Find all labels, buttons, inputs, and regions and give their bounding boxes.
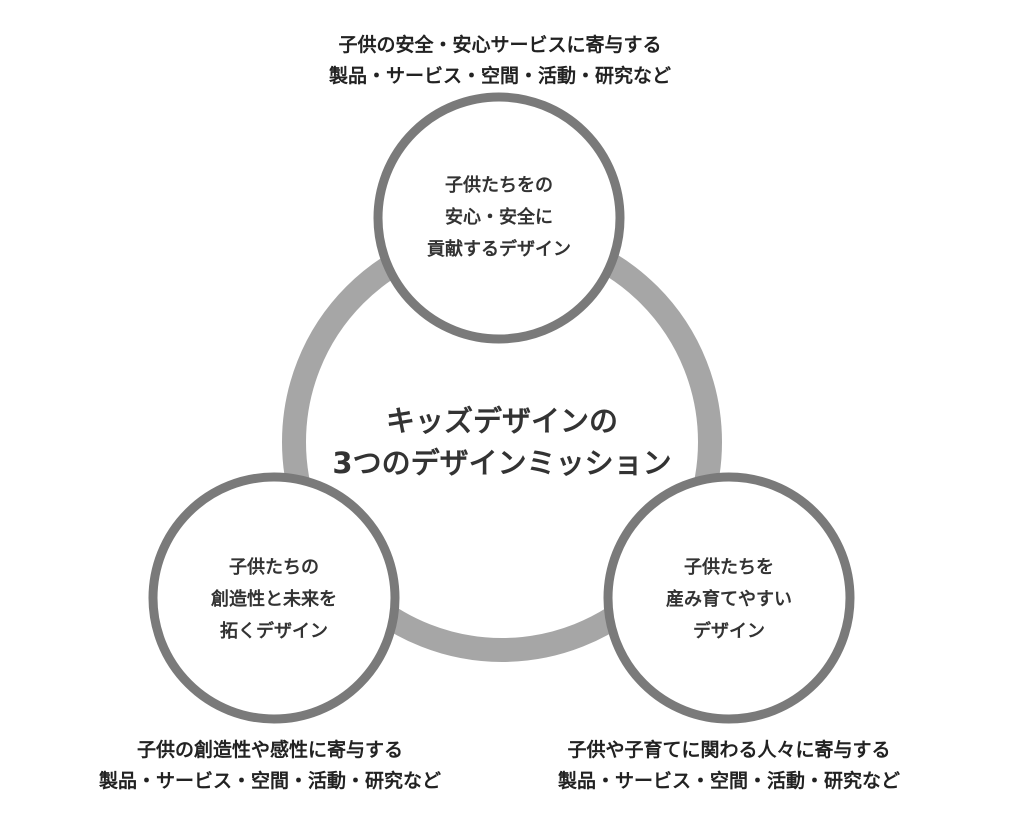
- mission-line: 拓くデザイン: [220, 621, 328, 642]
- center-title-line2: 3つのデザインミッション: [332, 446, 672, 480]
- mission-line: 産み育てやすい: [666, 589, 792, 610]
- mission-line: 貢献するデザイン: [427, 239, 571, 260]
- caption-line: 子供の創造性や感性に寄与する: [136, 739, 403, 761]
- center-title-line1: キッズデザインの: [385, 404, 618, 438]
- caption-line: 子供の安全・安心サービスに寄与する: [338, 34, 662, 56]
- mission-caption-bottom-right: 子供や子育てに関わる人々に寄与する 製品・サービス・空間・活動・研究など: [529, 735, 929, 797]
- mission-text-bottom-right: 子供たちを 産み育てやすい デザイン: [609, 552, 849, 648]
- mission-circle-top: [373, 92, 625, 344]
- mission-circle-bottom-left: [148, 472, 400, 724]
- caption-line: 子供や子育てに関わる人々に寄与する: [567, 739, 891, 761]
- center-title: キッズデザインの 3つのデザインミッション: [302, 400, 702, 484]
- mission-circle-bottom-right: [603, 472, 855, 724]
- mission-text-bottom-left: 子供たちの 創造性と未来を 拓くデザイン: [154, 552, 394, 648]
- caption-line: 製品・サービス・空間・活動・研究など: [98, 770, 441, 792]
- mission-line: 創造性と未来を: [211, 589, 337, 610]
- mission-line: 子供たちの: [229, 557, 319, 578]
- mission-line: デザイン: [693, 621, 765, 642]
- mission-line: 子供たちを: [684, 557, 774, 578]
- mission-text-top: 子供たちをの 安心・安全に 貢献するデザイン: [379, 170, 619, 266]
- caption-line: 製品・サービス・空間・活動・研究など: [557, 770, 900, 792]
- mission-caption-top: 子供の安全・安心サービスに寄与する 製品・サービス・空間・活動・研究など: [250, 30, 750, 92]
- caption-line: 製品・サービス・空間・活動・研究など: [328, 65, 671, 87]
- mission-caption-bottom-left: 子供の創造性や感性に寄与する 製品・サービス・空間・活動・研究など: [70, 735, 470, 797]
- mission-line: 子供たちをの: [445, 175, 553, 196]
- mission-line: 安心・安全に: [445, 207, 553, 228]
